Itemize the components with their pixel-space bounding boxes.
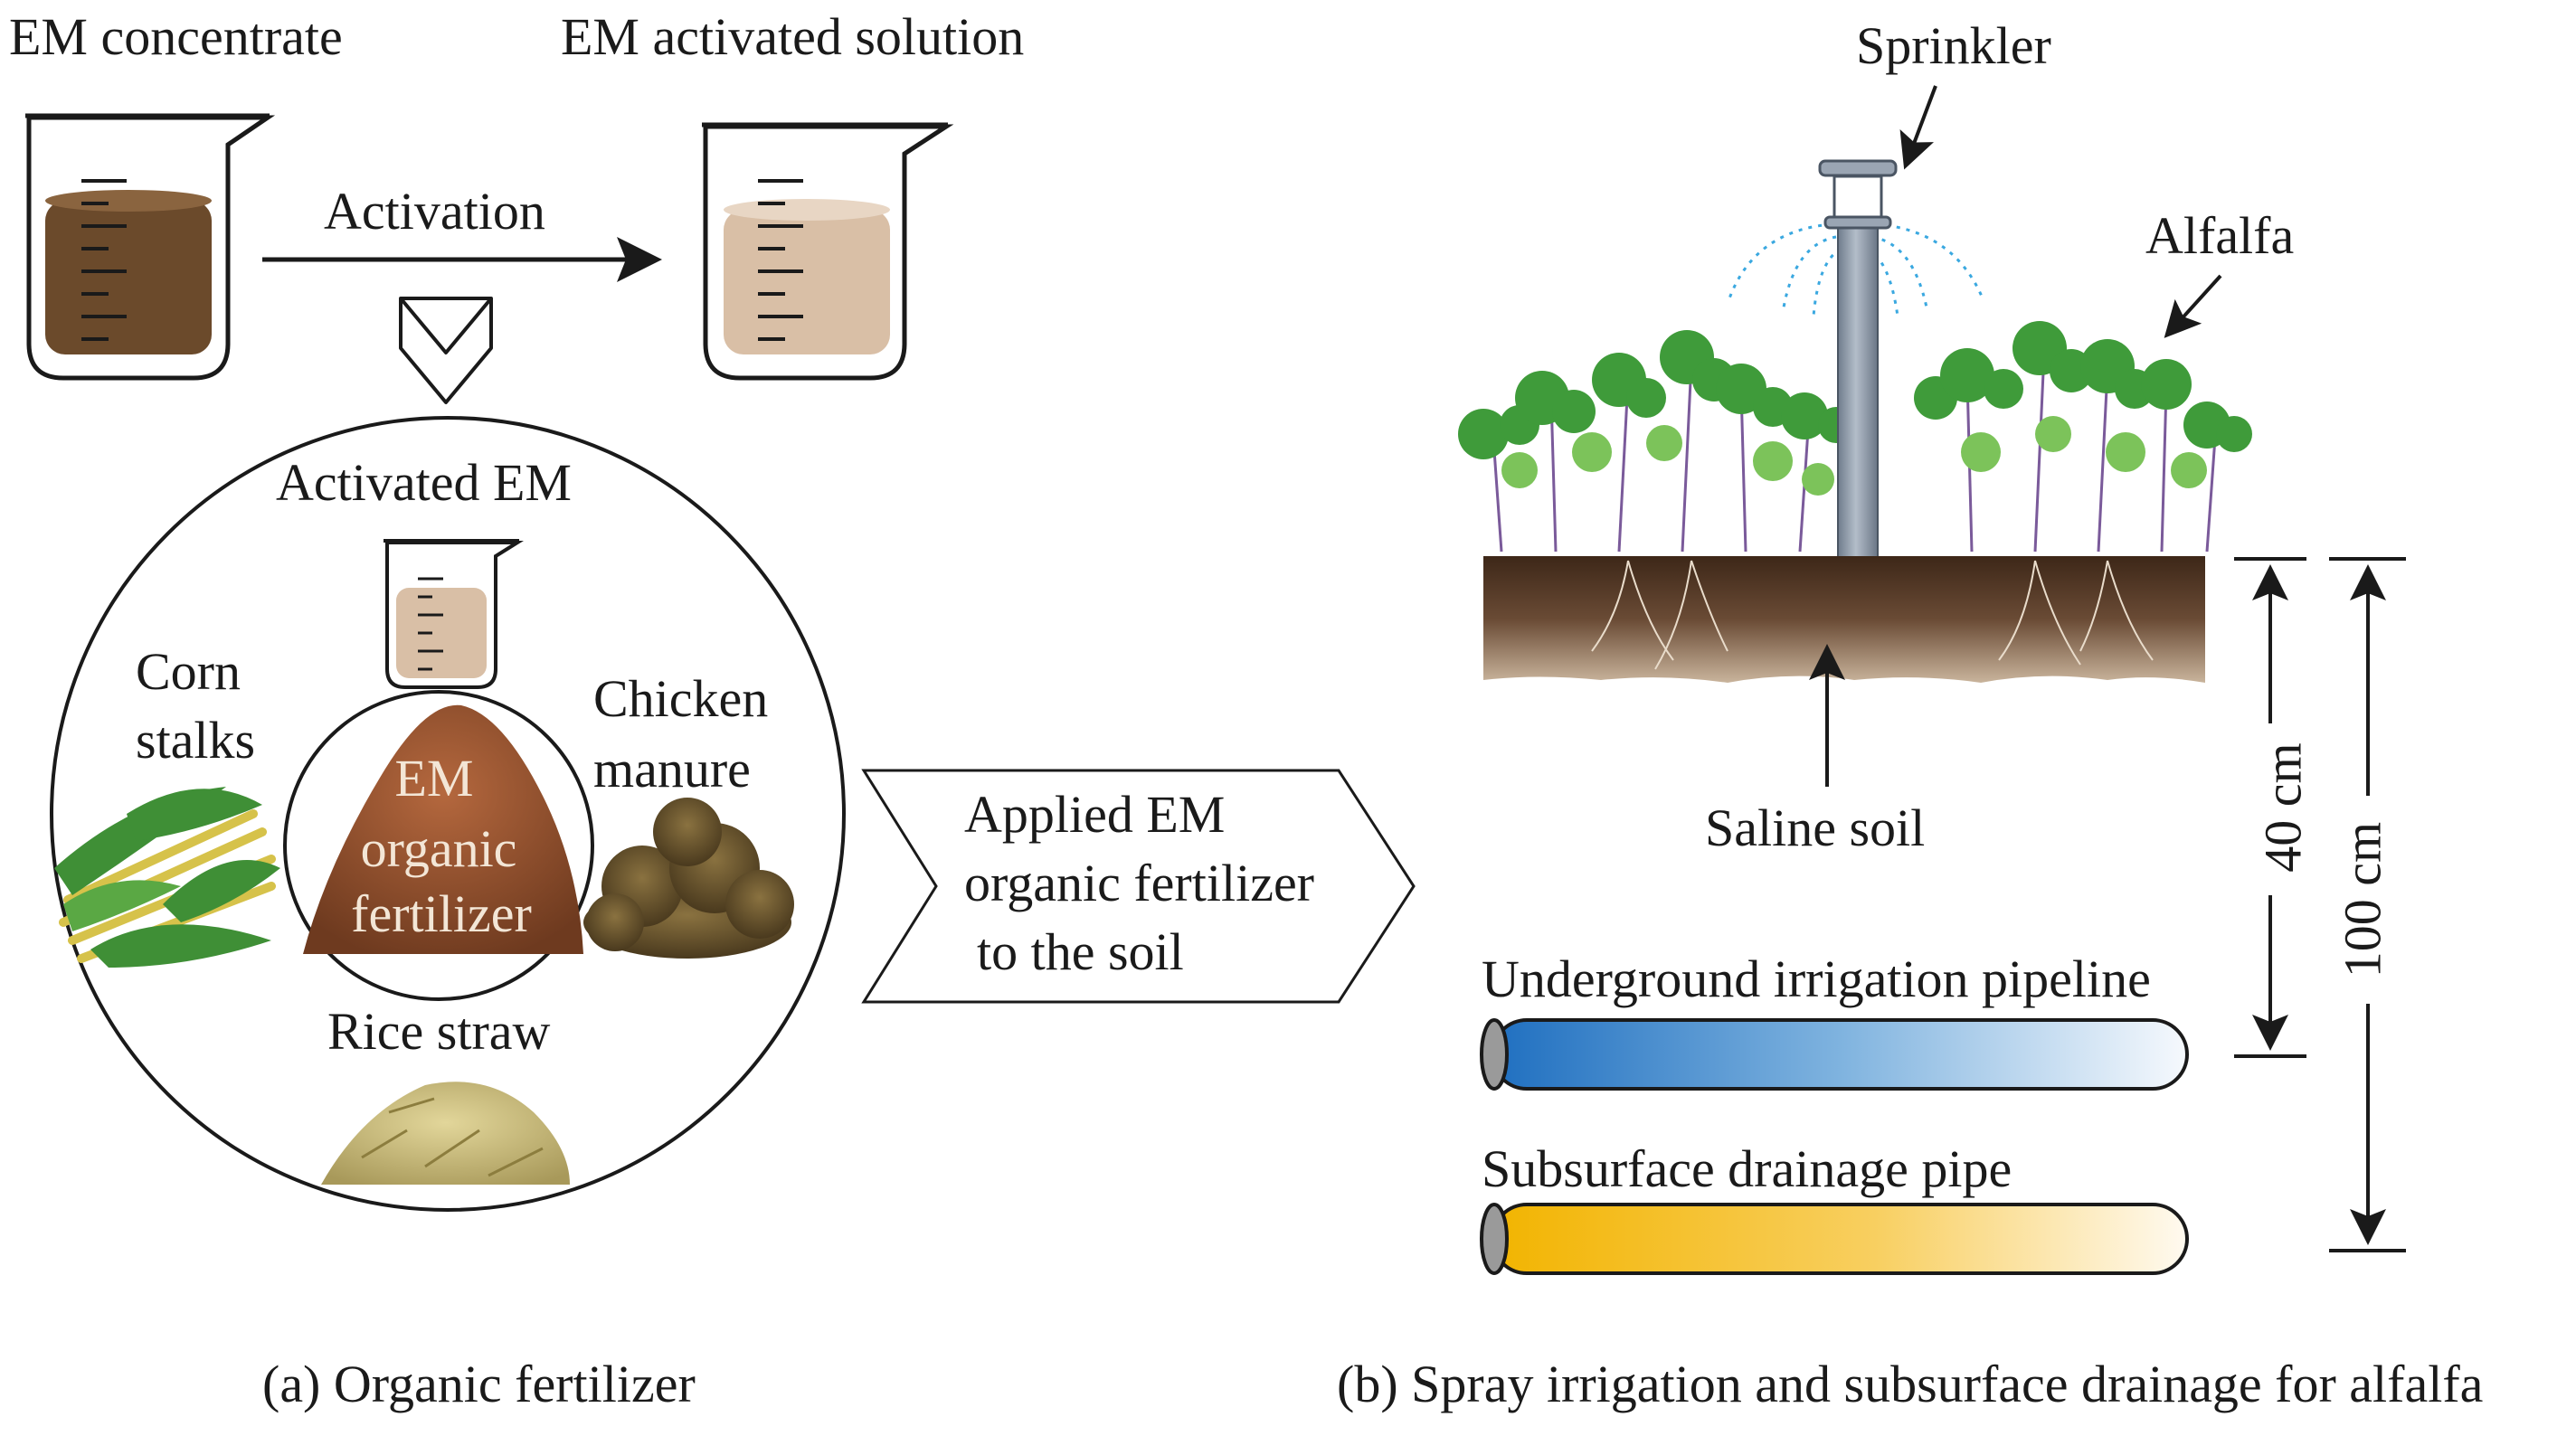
panel-a-organic-fertilizer: EM concentrate EM activated solution Act… xyxy=(9,7,1416,1413)
alfalfa-plants xyxy=(1458,321,2252,553)
subsurface-drainage-pipe xyxy=(1480,1203,2189,1275)
straw-texture xyxy=(361,1097,544,1177)
alfalfa-pointer-arrow xyxy=(2164,274,2222,338)
down-chevron-icon xyxy=(399,297,493,404)
alfalfa-label: Alfalfa xyxy=(2145,206,2294,265)
sprinkler-label: Sprinkler xyxy=(1856,16,2051,75)
measurement-ticks xyxy=(81,179,127,341)
sprinkler-pointer-arrow xyxy=(1899,85,1937,170)
chicken-manure-illustration xyxy=(583,798,794,959)
activated-em-beaker xyxy=(384,539,524,689)
em-concentrate-liquid xyxy=(45,201,212,354)
em-concentrate-beaker xyxy=(25,113,276,381)
saline-soil-layer xyxy=(1483,556,2205,683)
chicken-manure-label-line2: manure xyxy=(593,740,751,798)
applied-arrow xyxy=(861,769,1416,1004)
sprinkler-spray xyxy=(1728,222,1984,317)
panel-b-irrigation: Sprinkler Alfalfa xyxy=(1337,16,2483,1413)
em-activated-solution-beaker xyxy=(702,122,954,381)
em-activated-liquid xyxy=(724,210,890,354)
drainage-pipe-label: Subsurface drainage pipe xyxy=(1482,1139,2012,1198)
mixing-circle xyxy=(50,416,846,1212)
corn-stalks-label-line1: Corn xyxy=(136,642,241,701)
measurement-ticks xyxy=(758,179,803,341)
applied-label-line1: Applied EM xyxy=(964,785,1225,844)
alfalfa-roots xyxy=(1591,560,2154,670)
fertilizer-circle xyxy=(283,690,594,1001)
rice-straw-label: Rice straw xyxy=(327,1002,551,1061)
depth-40cm-dimension xyxy=(2234,557,2306,1058)
corn-stalks-illustration xyxy=(54,787,280,968)
em-fertilizer-label-line2: organic xyxy=(361,819,517,878)
underground-irrigation-pipe xyxy=(1480,1018,2189,1091)
applied-label-line2: organic fertilizer xyxy=(964,854,1314,912)
panel-a-caption: (a) Organic fertilizer xyxy=(262,1355,696,1413)
saline-soil-label: Saline soil xyxy=(1705,798,1925,857)
chicken-manure-label-line1: Chicken xyxy=(593,669,768,728)
depth-40cm-label: 40 cm xyxy=(2253,742,2312,872)
depth-100cm-label: 100 cm xyxy=(2333,822,2391,978)
activation-label: Activation xyxy=(324,182,545,241)
em-fertilizer-pile xyxy=(303,704,583,954)
em-activated-solution-label: EM activated solution xyxy=(561,7,1024,66)
rice-straw-illustration xyxy=(321,1082,570,1185)
activated-em-label: Activated EM xyxy=(276,453,572,512)
em-fertilizer-label-line3: fertilizer xyxy=(351,884,532,943)
em-fertilizer-label-line1: EM xyxy=(395,749,474,808)
corn-stalks-label-line2: stalks xyxy=(136,711,255,770)
panel-b-caption: (b) Spray irrigation and subsurface drai… xyxy=(1337,1355,2483,1413)
irrigation-pipe-label: Underground irrigation pipeline xyxy=(1482,949,2151,1008)
sprinkler-post xyxy=(1818,159,1898,562)
em-concentrate-label: EM concentrate xyxy=(9,7,343,66)
depth-100cm-dimension xyxy=(2329,557,2406,1252)
applied-label-line3: to the soil xyxy=(977,922,1184,981)
sprinkler-nozzle xyxy=(1833,175,1883,223)
